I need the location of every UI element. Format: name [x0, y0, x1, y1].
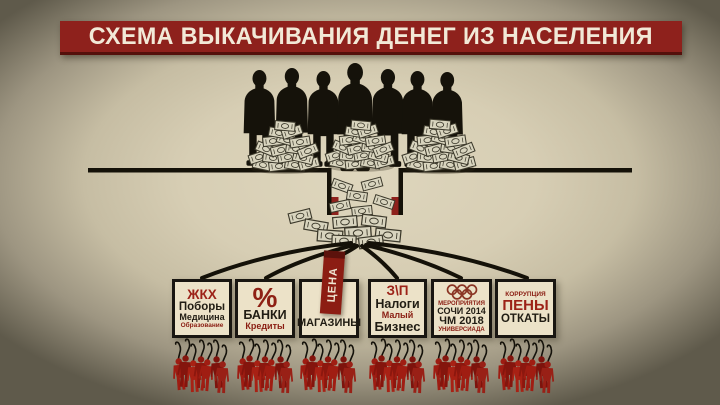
expense-box-corruption: КОРРУПЦИЯ ПЕНЫ ОТКАТЫ: [495, 279, 556, 338]
expense-box-taxes: З\П Налоги Малый Бизнес: [368, 279, 427, 338]
money-piles: [248, 119, 476, 174]
box-line: СОЧИ 2014: [437, 305, 486, 316]
falling-money: [287, 176, 402, 250]
expense-box-utilities: ЖКХ Поборы Медицина Образование: [172, 279, 232, 338]
box-line: Кредиты: [245, 321, 285, 332]
box-line: МАГАЗИНЫ: [296, 316, 362, 329]
box-line: Бизнес: [374, 318, 421, 334]
box-line: Поборы: [178, 300, 226, 313]
box-line: ПЕНЫ: [502, 297, 549, 315]
box-line: ЧМ 2018: [439, 314, 484, 327]
box-line: КОРРУПЦИЯ: [505, 290, 546, 298]
hanging-victims: [169, 339, 556, 394]
price-tag-label: ЦЕНА: [325, 266, 340, 303]
box-line: Медицина: [179, 312, 225, 323]
distribution-pipes: [200, 241, 529, 280]
expense-box-mega-events: МЕРОПРИЯТИЯ СОЧИ 2014 ЧМ 2018 УНИВЕРСИАД…: [431, 279, 492, 338]
box-line: МЕРОПРИЯТИЯ: [438, 300, 485, 307]
price-tag: ЦЕНА: [319, 250, 346, 315]
box-line: Образование: [180, 321, 224, 329]
box-line: УНИВЕРСИАДА: [438, 327, 485, 334]
box-line: БАНКИ: [243, 308, 287, 323]
box-line: ОТКАТЫ: [500, 312, 550, 325]
box-line: Малый: [381, 309, 414, 320]
title-banner: СХЕМА ВЫКАЧИВАНИЯ ДЕНЕГ ИЗ НАСЕЛЕНИЯ: [60, 21, 682, 55]
percent-icon: %: [252, 281, 278, 313]
box-line: З\П: [386, 283, 409, 299]
title-text: СХЕМА ВЫКАЧИВАНИЯ ДЕНЕГ ИЗ НАСЕЛЕНИЯ: [88, 22, 654, 50]
olympic-rings-icon: [446, 283, 477, 300]
expense-box-banks: % БАНКИ Кредиты: [235, 279, 295, 338]
box-line: ЖКХ: [187, 286, 217, 302]
box-line: Налоги: [375, 296, 420, 311]
